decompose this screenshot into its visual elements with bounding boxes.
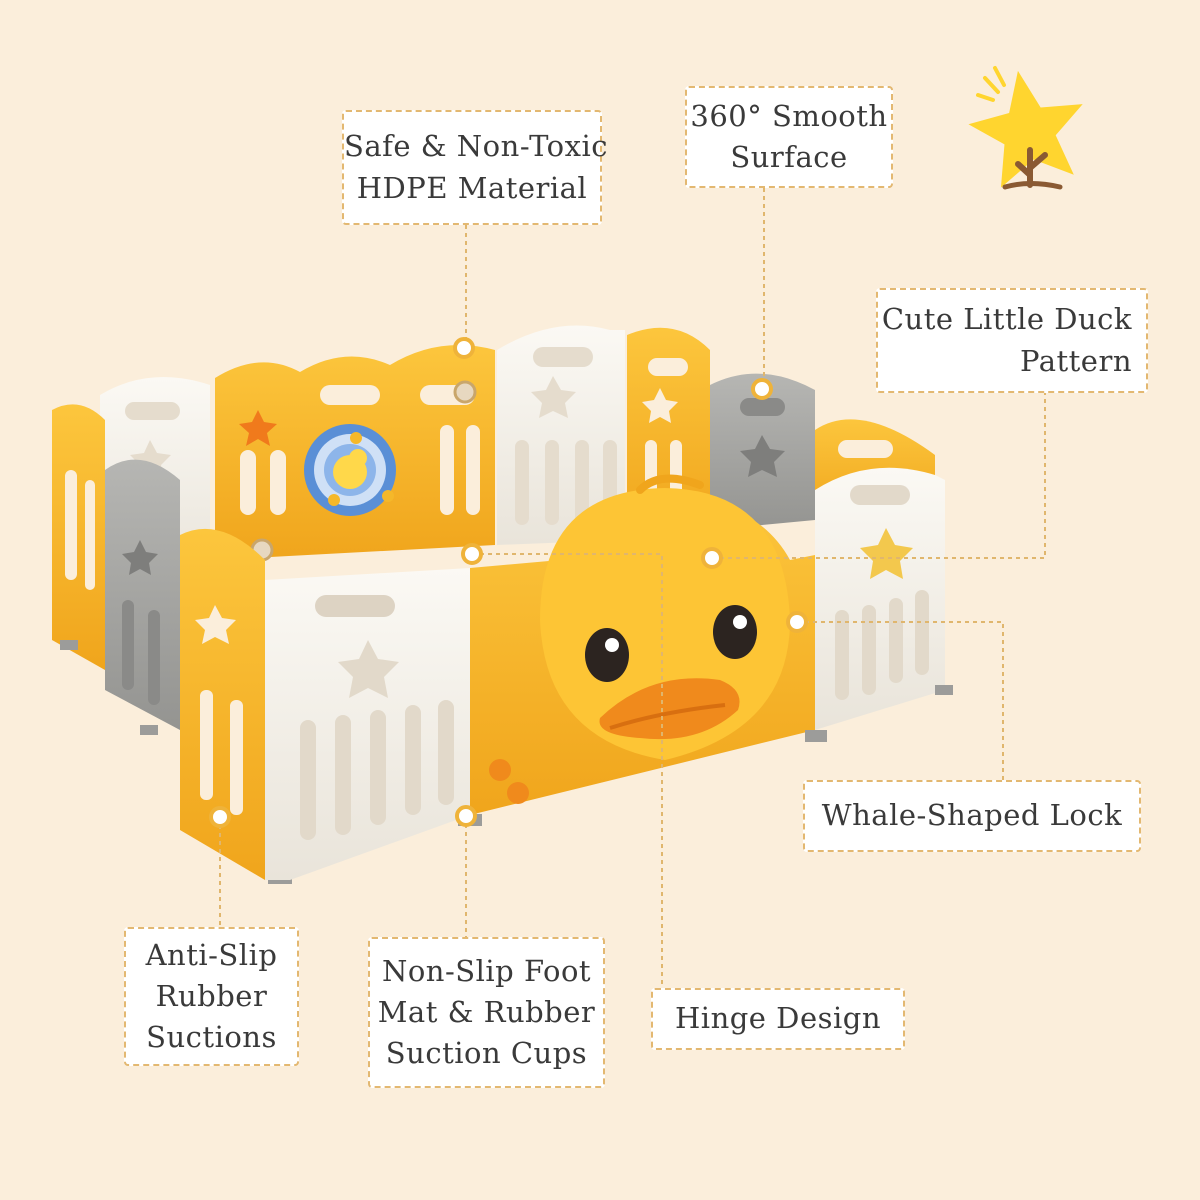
star-cutout-icon (195, 605, 236, 644)
callout-surface: 360° Smooth Surface (685, 86, 893, 188)
star-cutout-icon (860, 528, 913, 579)
back-panel-white (497, 325, 625, 545)
back-panel-gray (710, 373, 815, 530)
callout-suctions-line1: Anti-Slip (145, 937, 278, 972)
callout-suctions-line3: Suctions (146, 1020, 277, 1055)
callout-suctions-line2: Rubber (155, 978, 268, 1013)
star-cutout-icon (740, 435, 785, 477)
callout-footmat-line1: Non-Slip Foot (381, 953, 592, 988)
left-panel-gray (105, 459, 180, 730)
callout-footmat-line2: Mat & Rubber (377, 994, 596, 1029)
star-cutout-icon (338, 640, 399, 698)
callout-material-line1: Safe & Non-Toxic (344, 129, 609, 164)
star-cutout-icon (531, 376, 576, 418)
callout-footmat: Non-Slip Foot Mat & Rubber Suction Cups (368, 937, 605, 1088)
callout-hinge: Hinge Design (651, 988, 905, 1050)
callout-suctions: Anti-Slip Rubber Suctions (124, 927, 299, 1066)
star-tree-icon (968, 66, 1083, 190)
front-panel-white-right (815, 467, 945, 730)
callout-hinge-line1: Hinge Design (675, 1001, 881, 1036)
left-panel-yellow-corner (52, 404, 105, 670)
front-panel-white (265, 568, 470, 880)
suction-foot (140, 725, 158, 735)
callout-footmat-line3: Suction Cups (385, 1036, 588, 1071)
left-panel-yellow-front (180, 528, 265, 880)
star-cutout-icon (642, 388, 678, 423)
callout-pattern: Cute Little Duck Pattern (876, 288, 1148, 393)
callout-surface-line1: 360° Smooth (690, 98, 888, 133)
callout-markers (209, 337, 808, 828)
suction-foot (60, 640, 78, 650)
callout-pattern-line2: Pattern (1019, 343, 1132, 378)
callout-pattern-line1: Cute Little Duck (881, 302, 1132, 337)
suction-foot (935, 685, 953, 695)
callout-lock-line1: Whale-Shaped Lock (821, 798, 1123, 833)
callout-lock: Whale-Shaped Lock (803, 780, 1141, 852)
star-cutout-icon (239, 410, 277, 446)
star-cutout-icon (122, 540, 158, 575)
duck-face-icon (489, 474, 790, 804)
leader-lines (219, 188, 1046, 988)
callout-surface-line2: Surface (730, 140, 848, 174)
suction-foot (805, 730, 827, 742)
callout-material-line2: HDPE Material (356, 170, 588, 205)
activity-panel-icon (304, 424, 396, 516)
callout-material: Safe & Non-Toxic HDPE Material (342, 110, 609, 225)
bead-icon (453, 380, 477, 404)
